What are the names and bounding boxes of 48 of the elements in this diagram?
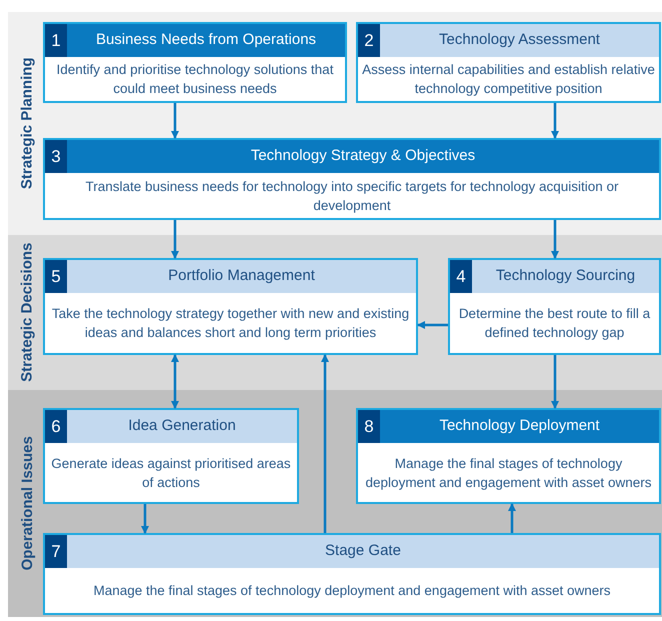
step-number: 3 [45,140,67,173]
card-description: Take the technology strategy together with new and existing ideas and balances short and long term priorities [50,305,410,342]
band-label: Strategic Decisions [18,242,37,382]
process-card [43,408,299,504]
card-title: Portfolio Management [167,266,316,286]
process-card [448,258,661,355]
arrow [551,103,559,139]
card-title: Technology Assessment [438,30,601,50]
card-title: Stage Gate [324,541,402,562]
process-card [43,138,661,220]
card-description: Determine the best route to fill a defined technology gap [458,305,652,342]
card-title: Idea Generation [127,416,237,436]
step-number: 8 [358,410,380,443]
step-number: 4 [450,260,472,293]
band-label: Strategic Planning [18,58,37,190]
step-number: 1 [45,24,67,57]
card-description: Translate business needs for technology into specific targets for technology acquisition or development [84,178,620,214]
arrow [551,355,559,409]
card-description: Manage the final stages of technology deployment and engagement with asset owners [364,454,652,492]
arrow [171,103,179,139]
step-number: 5 [45,260,67,293]
step-number: 2 [358,24,380,57]
band-label: Operational Issues [18,436,37,571]
arrow [141,504,149,534]
card-title: Business Needs from Operations [94,30,318,50]
card-title: Technology Deployment [438,416,601,436]
process-card [356,408,661,504]
arrow [171,220,179,259]
process-card [43,22,347,103]
card-description: Generate ideas against prioritised areas of actions [50,454,292,492]
card-title: Technology Sourcing [494,266,636,286]
arrow [417,321,448,329]
step-number: 6 [45,410,67,443]
arrow [321,354,329,533]
process-card [43,533,661,615]
phase-band [8,390,662,617]
process-card [356,22,661,103]
card-description: Manage the final stages of technology deployment and engagement with asset owners [93,582,611,600]
arrow [508,503,516,533]
card-description: Identify and prioritise technology solutions that could meet business needs [56,61,334,98]
arrow [551,220,559,259]
phase-band [8,12,662,235]
card-description: Assess internal capabilities and establish relative technology competitive position [362,61,655,98]
step-number: 7 [45,535,67,568]
arrow [171,354,179,409]
process-card [43,258,418,355]
card-title: Technology Strategy & Objectives [250,146,476,166]
phase-band [8,235,662,390]
